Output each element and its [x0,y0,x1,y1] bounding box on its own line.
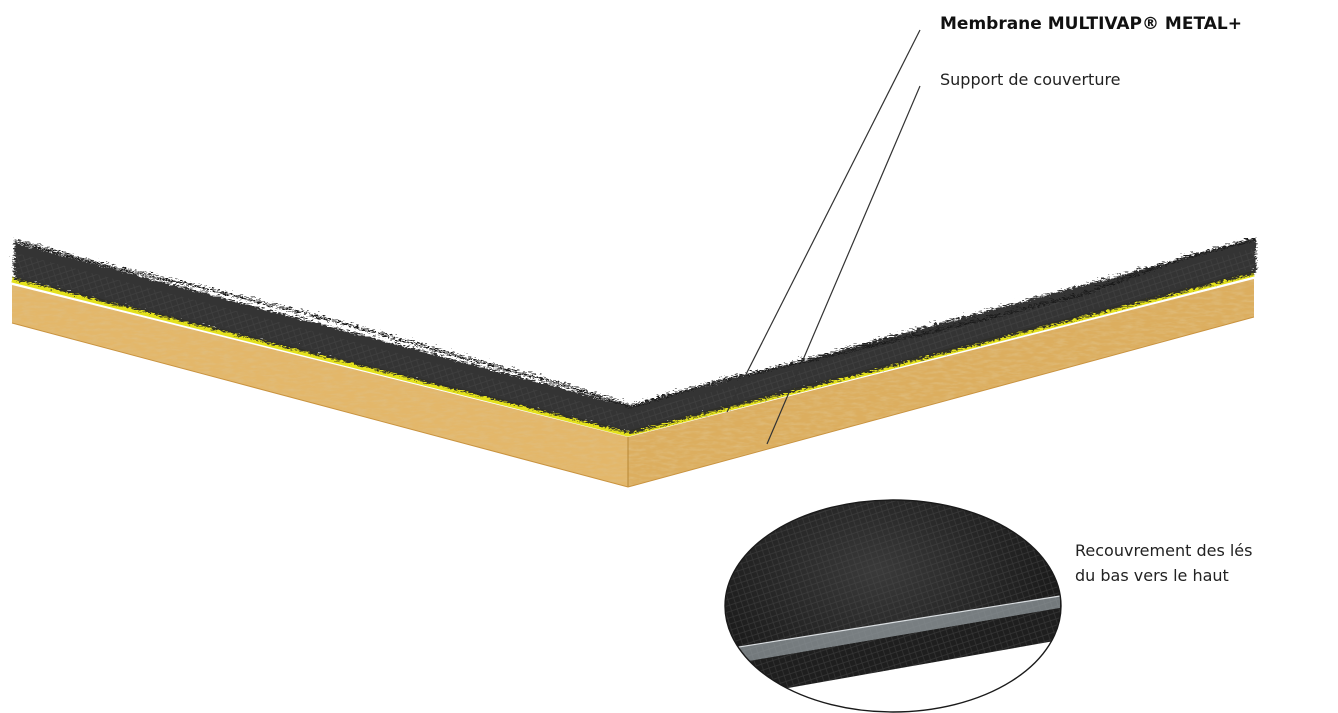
overlap-label: Recouvrement des lés du bas vers le haut [1075,538,1252,588]
support-label: Support de couverture [940,70,1121,89]
overlap-label-line1: Recouvrement des lés [1075,538,1252,563]
overlap-detail-lens [720,490,1070,713]
overlap-label-line2: du bas vers le haut [1075,563,1252,588]
membrane-label: Membrane MULTIVAP® METAL+ [940,14,1242,34]
